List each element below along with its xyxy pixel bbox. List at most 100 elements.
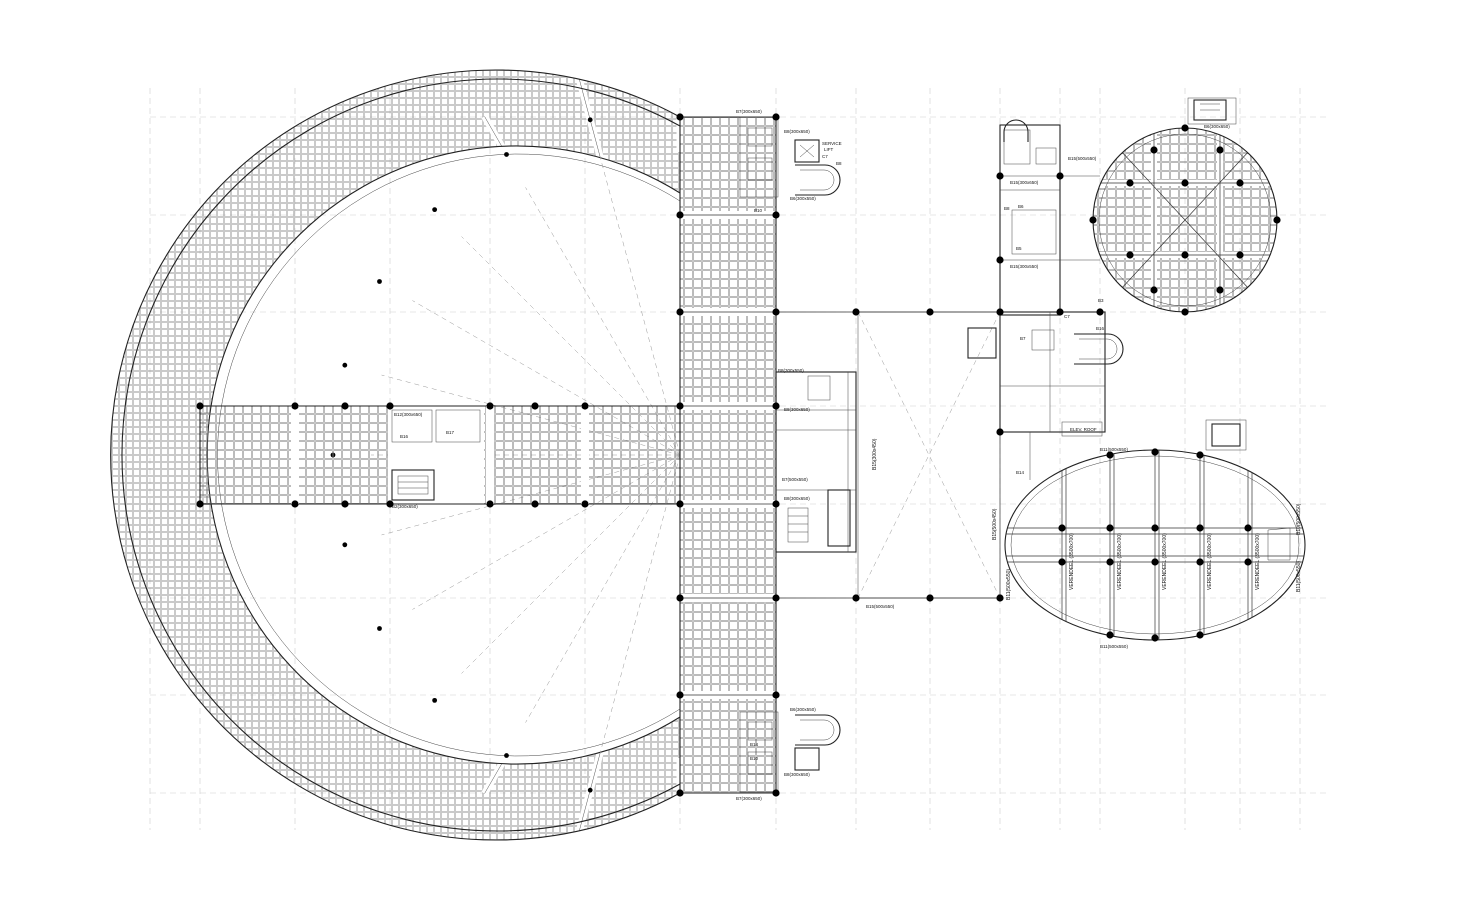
label-b7-bot: B7(300x650): [736, 796, 762, 801]
column: [1244, 558, 1252, 566]
column: [1058, 524, 1066, 532]
top-service-core: B7(300x650) B8(300x650) SERVICE LIFT C7 …: [736, 109, 842, 213]
column: [1151, 634, 1159, 642]
courtyard-radial: [525, 187, 681, 456]
column: [996, 308, 1004, 316]
label-b15-v: B15(300x450): [872, 438, 878, 470]
arm-bay-gap: [486, 406, 494, 504]
label-b8-r: B8: [1004, 206, 1010, 211]
column: [196, 500, 204, 508]
column: [1096, 308, 1104, 316]
bottom-service-core: B6(300x550) B14 B10 B8(300x650) B7(300x6…: [736, 707, 841, 801]
label-verendeel-3: VERENDEEL (3500x700): [1162, 533, 1168, 590]
courtyard-radial: [412, 454, 681, 610]
label-b16-r: B16: [1096, 326, 1105, 331]
column: [1151, 558, 1159, 566]
label-b6-bot: B6(300x550): [790, 707, 816, 712]
label-b14-bot: B14: [750, 742, 759, 747]
column: [1216, 146, 1224, 154]
column: [772, 691, 780, 699]
column: [1244, 524, 1252, 532]
label-b14-r: B14: [1016, 470, 1025, 475]
label-b15-right-2: B15(300x650): [1010, 180, 1039, 185]
column: [772, 500, 780, 508]
label-b7-mid: B7(500x550): [782, 477, 808, 482]
label-b15-lower-v: B15(500x450): [992, 508, 998, 540]
column: [1106, 451, 1114, 459]
label-c7-r: C7: [1064, 314, 1070, 319]
column: [1058, 558, 1066, 566]
column: [531, 500, 539, 508]
ring-column: [377, 626, 382, 631]
label-b7-r: B7: [1020, 336, 1026, 341]
column: [1150, 286, 1158, 294]
label-b2-left: B2(300x650): [392, 504, 418, 509]
label-b10-top: B10: [754, 208, 763, 213]
courtyard-radial: [599, 156, 681, 456]
label-b15-h: B15(500x550): [866, 604, 895, 609]
ring-column: [342, 362, 348, 368]
label-b6-mid: B8(300x550): [778, 368, 804, 373]
column: [1196, 558, 1204, 566]
column: [1126, 251, 1134, 259]
column: [531, 402, 539, 410]
label-verendeel-2: VERENDEEL (3500x700): [1117, 533, 1123, 590]
column: [996, 428, 1004, 436]
atrium-link: B15(500x550): [776, 311, 1001, 609]
column: [926, 308, 934, 316]
label-b11-top: B11(500x550): [1100, 447, 1128, 452]
column: [196, 402, 204, 410]
label-b15-right-top: B15(500x550): [1068, 156, 1097, 161]
courtyard-radial: [412, 300, 681, 456]
column: [291, 402, 299, 410]
label-verendeel-1: VERENDEEL (3500x700): [1069, 533, 1075, 590]
ring-column: [432, 697, 438, 703]
column: [1273, 216, 1281, 224]
label-service: SERVICE: [822, 141, 842, 146]
label-b16: B16: [400, 434, 409, 439]
column: [1056, 172, 1064, 180]
column: [341, 402, 349, 410]
courtyard-radial: [525, 454, 681, 723]
courtyard-radial: [599, 454, 681, 754]
column: [1196, 451, 1204, 459]
label-b8-low: B8(300x650): [784, 496, 810, 501]
column: [1106, 631, 1114, 639]
label-b3-r: B3: [1098, 298, 1104, 303]
ring-column: [504, 152, 509, 157]
column: [486, 402, 494, 410]
label-b17: B17: [446, 430, 455, 435]
column: [772, 308, 780, 316]
column: [1181, 179, 1189, 187]
label-b15-right-3: B15(300x550): [1010, 264, 1039, 269]
column: [581, 500, 589, 508]
column: [1150, 146, 1158, 154]
column: [1196, 524, 1204, 532]
column: [676, 402, 684, 410]
courtyard-radial: [461, 454, 681, 674]
column: [676, 594, 684, 602]
column: [676, 308, 684, 316]
arm-bay-gap: [291, 406, 299, 504]
ring-column: [342, 542, 348, 548]
column: [1106, 524, 1114, 532]
column: [996, 172, 1004, 180]
column: [291, 500, 299, 508]
ring-column: [432, 207, 438, 213]
column: [1106, 558, 1114, 566]
column: [386, 402, 394, 410]
ring-column: [377, 279, 382, 284]
column: [1089, 216, 1097, 224]
ring-column: [587, 117, 593, 123]
central-spine: [679, 116, 777, 794]
column: [852, 308, 860, 316]
column: [676, 691, 684, 699]
label-b11-right2: B11(500x550): [1296, 561, 1302, 592]
label-b6-top: B6(300x550): [790, 196, 816, 201]
label-b10-bot: B10: [750, 756, 759, 761]
label-verendeel-5: VERENDEEL (3500x700): [1255, 533, 1261, 590]
label-b5-r: B5: [1016, 246, 1022, 251]
label-roof-note: ELEV. ROOF: [1070, 427, 1097, 432]
column: [581, 402, 589, 410]
